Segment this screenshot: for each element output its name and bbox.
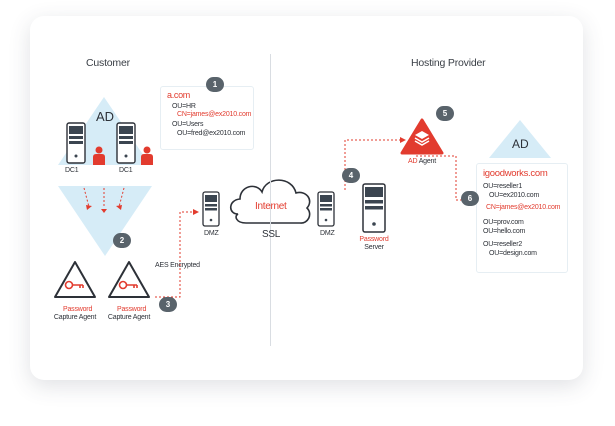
hosting-ou-design: OU=design.com bbox=[489, 250, 537, 257]
dmz-label-hosting: DMZ bbox=[320, 230, 335, 237]
hosting-heading: Hosting Provider bbox=[411, 57, 486, 69]
password-server-icon bbox=[362, 183, 386, 233]
customer-ou-users: OU=Users bbox=[172, 121, 204, 128]
ssl-label: SSL bbox=[262, 229, 281, 240]
hosting-ou-ex2010: OU=ex2010.com bbox=[489, 192, 540, 199]
agent-right-label-1: Password bbox=[117, 306, 147, 313]
user-right-icon bbox=[141, 146, 153, 165]
dmz-label-customer: DMZ bbox=[204, 230, 219, 237]
hosting-domain-box: igoodworks.com OU=reseller1 OU=ex2010.co… bbox=[476, 163, 568, 273]
step-badge-2: 2 bbox=[113, 233, 131, 248]
sync-inverted-triangle bbox=[58, 186, 152, 256]
step-badge-5: 5 bbox=[436, 106, 454, 121]
agent-right-label-2: Capture Agent bbox=[107, 314, 151, 321]
ad-agent-label-agent: Agent bbox=[418, 158, 437, 165]
aes-encrypted-label: AES Encrypted bbox=[155, 262, 200, 269]
customer-ou-hr: OU=HR bbox=[172, 103, 196, 110]
hosting-cn-james: CN=james@ex2010.com bbox=[486, 204, 561, 211]
customer-heading: Customer bbox=[86, 57, 130, 69]
step-badge-3: 3 bbox=[159, 297, 177, 312]
ad-triangle-hosting bbox=[489, 120, 551, 158]
capture-agent-right-icon bbox=[108, 261, 150, 298]
internet-label: Internet bbox=[255, 201, 287, 212]
user-left-icon bbox=[93, 146, 105, 165]
hosting-ou-prov: OU=prov.com bbox=[483, 219, 524, 226]
password-server-label-2: Server bbox=[364, 244, 384, 251]
dc-server-right-icon bbox=[116, 122, 136, 164]
agent-left-label-1: Password bbox=[63, 306, 93, 313]
ad-label-hosting: AD bbox=[512, 137, 529, 151]
customer-cn-james: CN=james@ex2010.com bbox=[177, 111, 252, 118]
step-badge-4: 4 bbox=[342, 168, 360, 183]
customer-domain: a.com bbox=[167, 90, 191, 100]
dc-server-left-icon bbox=[66, 122, 86, 164]
dc1-left-label: DC1 bbox=[65, 167, 79, 174]
ad-agent-icon bbox=[400, 118, 444, 155]
step-badge-1: 1 bbox=[206, 77, 224, 92]
aes-route-arrow bbox=[155, 211, 193, 298]
step-badge-6: 6 bbox=[461, 191, 479, 206]
agent-left-label-2: Capture Agent bbox=[53, 314, 97, 321]
ad-label-customer: AD bbox=[96, 109, 115, 124]
customer-ou-fred: OU=fred@ex2010.com bbox=[177, 130, 246, 137]
dmz-server-customer-icon bbox=[202, 191, 220, 227]
dmz-server-hosting-icon bbox=[317, 191, 335, 227]
hosting-ou-reseller1: OU=reseller1 bbox=[483, 183, 523, 190]
hosting-ou-reseller2: OU=reseller2 bbox=[483, 241, 523, 248]
dc-sync-arrows bbox=[83, 187, 125, 208]
hosting-ou-hello: OU=hello.com bbox=[483, 228, 526, 235]
ad-agent-label: AD Agent bbox=[408, 158, 436, 165]
capture-agent-left-icon bbox=[54, 261, 96, 298]
password-server-label-1: Password bbox=[359, 236, 389, 243]
section-divider bbox=[270, 54, 271, 346]
ad-agent-label-ad: AD bbox=[408, 158, 418, 165]
hosting-domain: igoodworks.com bbox=[483, 168, 548, 179]
dc1-right-label: DC1 bbox=[119, 167, 133, 174]
customer-domain-box: a.com OU=HR CN=james@ex2010.com OU=Users… bbox=[160, 86, 254, 150]
